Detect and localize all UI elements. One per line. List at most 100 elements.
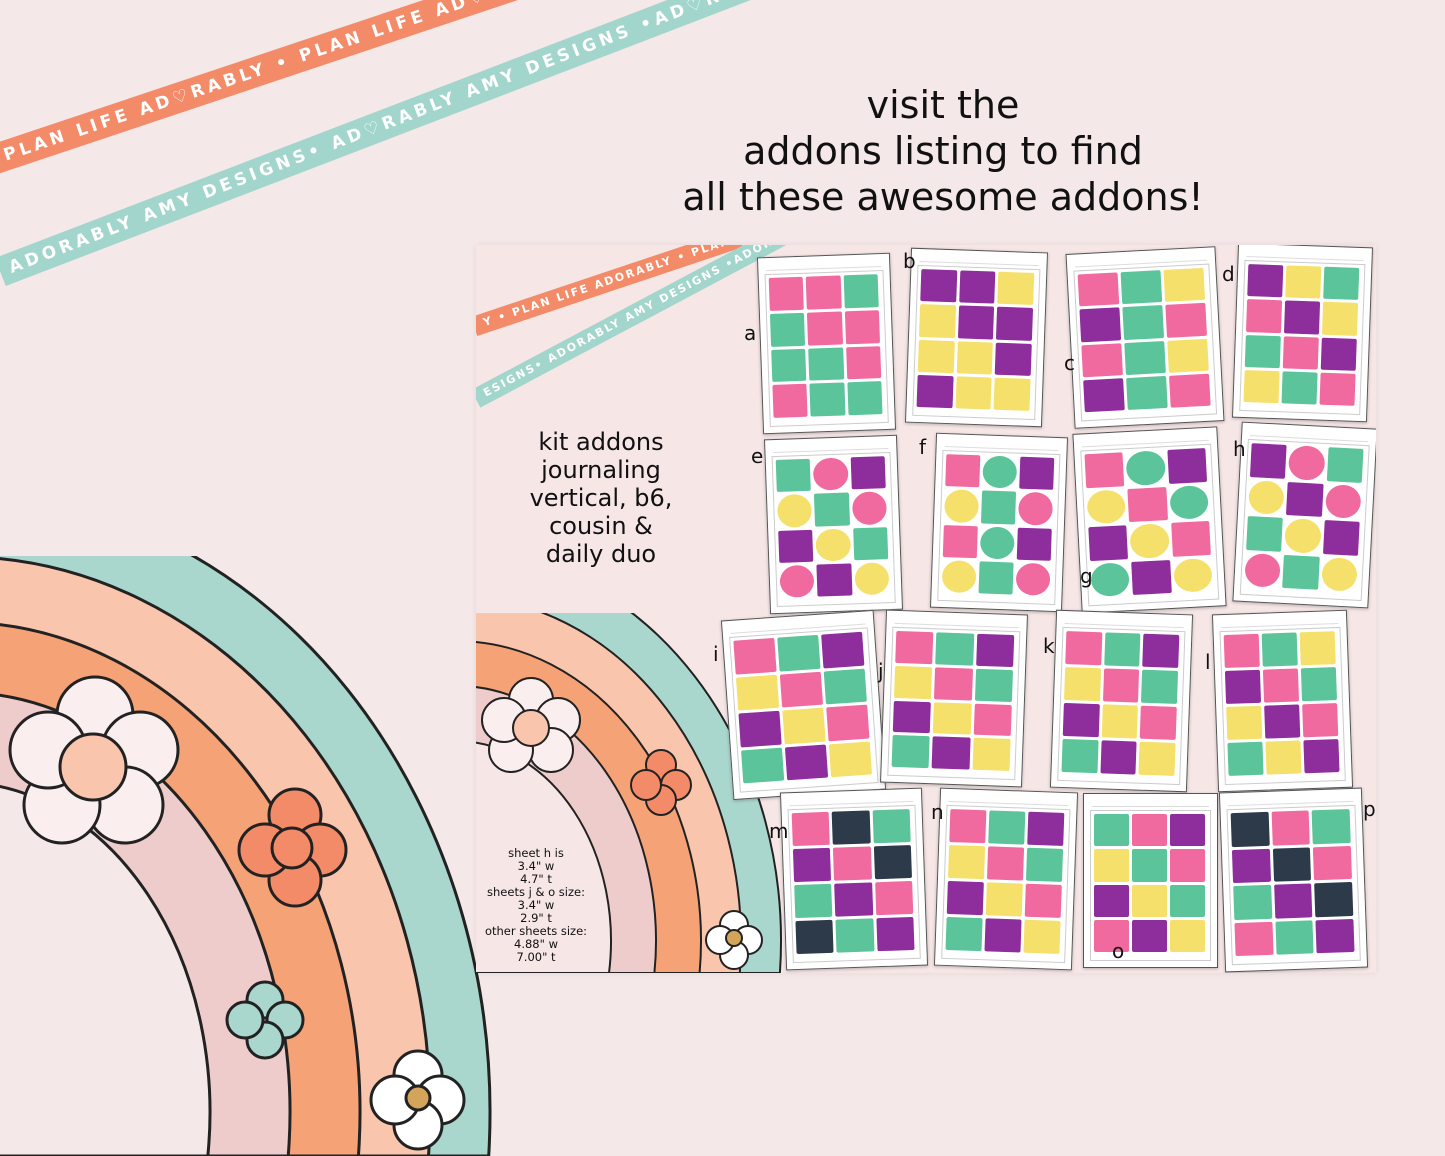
size-line: other sheets size:: [484, 924, 588, 938]
sticker: [1286, 481, 1324, 517]
sticker: [854, 561, 890, 596]
sticker: [733, 637, 777, 675]
sticker: [1170, 884, 1205, 917]
sticker: [955, 376, 992, 410]
sticker: [1131, 559, 1172, 595]
sticker: [874, 880, 914, 916]
sheet-stickers: [1239, 259, 1366, 416]
sticker: [1027, 811, 1065, 846]
sticker: [945, 916, 983, 952]
sticker: [1061, 738, 1099, 774]
sheet-label-l: l: [1205, 650, 1211, 674]
sticker: [1132, 849, 1167, 882]
rainbow-inner: [0, 785, 212, 1156]
sheet-header: [1246, 249, 1364, 262]
sticker-sheet-e: [763, 434, 904, 615]
sticker: [769, 312, 806, 347]
sticker: [958, 270, 996, 304]
sheet-header: [766, 259, 882, 272]
sticker: [982, 455, 1018, 489]
sticker: [1062, 702, 1100, 738]
sticker: [876, 916, 915, 952]
sticker: [1170, 814, 1205, 847]
sticker: [843, 274, 879, 309]
sticker: [779, 671, 824, 708]
sticker: [1169, 373, 1211, 408]
sticker: [776, 494, 813, 528]
sticker-sheet-l: [1211, 609, 1354, 793]
sticker: [1127, 486, 1168, 523]
sheet-stickers: [764, 269, 889, 428]
sticker-sheet-k: [1049, 609, 1194, 793]
sticker: [1126, 375, 1168, 411]
sticker: [1246, 516, 1284, 552]
sticker: [979, 525, 1015, 560]
sticker: [916, 374, 954, 409]
sticker: [935, 632, 974, 666]
sheet-label-j: j: [878, 659, 884, 683]
sheet-stickers: [1239, 438, 1370, 602]
sticker: [1319, 372, 1356, 406]
sticker: [1165, 303, 1207, 338]
sheet-label-f: f: [919, 435, 927, 459]
size-line: 3.4" w: [517, 898, 555, 912]
sheet-header: [773, 441, 889, 454]
sticker: [1320, 337, 1357, 371]
sticker: [1103, 632, 1141, 667]
sticker: [934, 667, 973, 701]
sticker: [809, 382, 846, 417]
sticker: [1167, 338, 1209, 373]
sticker: [997, 271, 1035, 306]
sticker: [1244, 552, 1282, 588]
sticker: [835, 918, 875, 953]
sheet-label-b: b: [903, 249, 916, 273]
sticker-sheet-a: [756, 252, 897, 435]
sticker: [1120, 270, 1163, 305]
sticker: [844, 309, 880, 344]
sticker: [957, 305, 995, 340]
sticker: [1273, 883, 1313, 919]
size-line: 3.4" w: [517, 859, 555, 873]
sticker: [1088, 525, 1129, 561]
sticker: [1299, 631, 1336, 666]
sticker: [1227, 741, 1264, 776]
sheet-stickers: [1090, 810, 1211, 961]
sticker: [1083, 377, 1125, 413]
sticker: [984, 918, 1022, 953]
sheet-header: [789, 793, 914, 807]
sheet-label-k: k: [1043, 634, 1055, 658]
size-line: 7.00" t: [516, 950, 556, 964]
size-line: sheets j & o size:: [487, 885, 585, 899]
sticker: [791, 811, 831, 847]
sticker: [1101, 704, 1139, 739]
mini-rainbow-illustration: [476, 613, 782, 973]
sheet-stickers: [787, 804, 921, 964]
kit-title-line: vertical, b6,: [529, 484, 673, 512]
sheet-header: [1228, 793, 1354, 807]
sticker: [1326, 447, 1364, 483]
sticker: [1303, 739, 1340, 774]
sticker: [831, 810, 871, 845]
sticker: [814, 492, 850, 527]
sticker: [1015, 562, 1051, 596]
sticker-sheet-j: [880, 609, 1028, 788]
sticker: [1230, 811, 1270, 847]
sheet-label-e: e: [751, 444, 764, 468]
sticker: [895, 630, 934, 664]
sticker: [942, 524, 978, 558]
sticker: [833, 846, 872, 881]
sticker: [813, 457, 849, 491]
sticker: [1094, 814, 1129, 847]
sticker: [775, 458, 812, 493]
sheet-label-o: o: [1112, 939, 1125, 963]
kit-title-line: journaling: [541, 456, 661, 484]
sticker: [1314, 881, 1354, 917]
sticker-sheet-m: [779, 787, 929, 971]
sticker: [779, 564, 815, 598]
sticker-sheet-n: [933, 787, 1079, 971]
sticker-sheet-d: [1231, 245, 1374, 423]
sticker: [931, 736, 971, 770]
sheet-header: [894, 615, 1019, 629]
sticker: [738, 710, 782, 747]
sticker: [794, 883, 833, 919]
